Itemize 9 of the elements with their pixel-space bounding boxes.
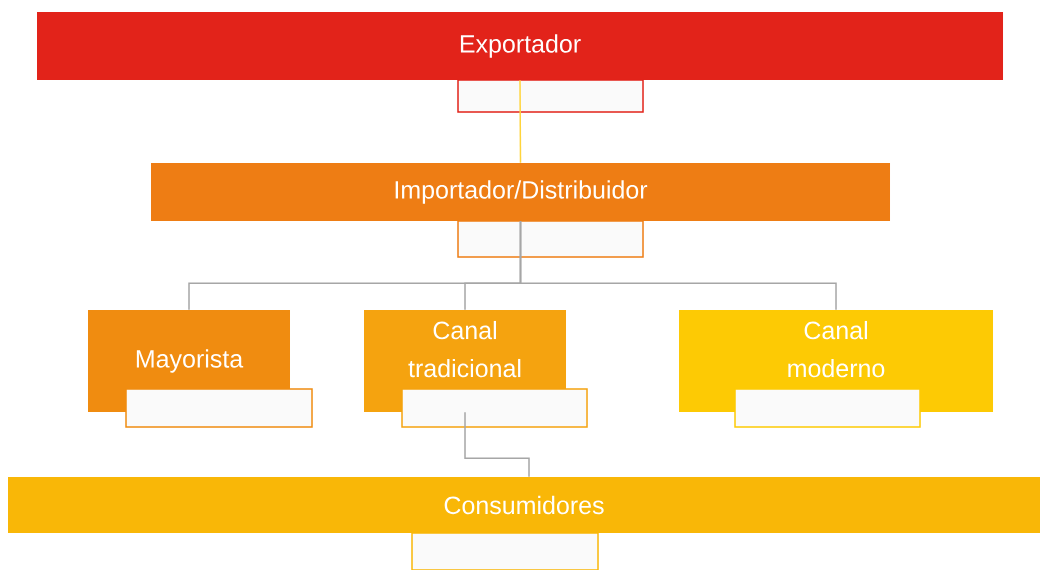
connector-line — [519, 220, 837, 311]
connector-line — [519, 79, 522, 164]
process-box: Importador/Distribuidor — [151, 163, 890, 258]
process-box: Exportador — [37, 12, 1003, 113]
process-box: Canal moderno — [679, 310, 993, 428]
process-box: Consumidores — [8, 477, 1040, 570]
process-box: Mayorista — [88, 310, 313, 428]
process-box: Canal tradicional — [364, 310, 588, 428]
connector-line — [464, 411, 530, 478]
